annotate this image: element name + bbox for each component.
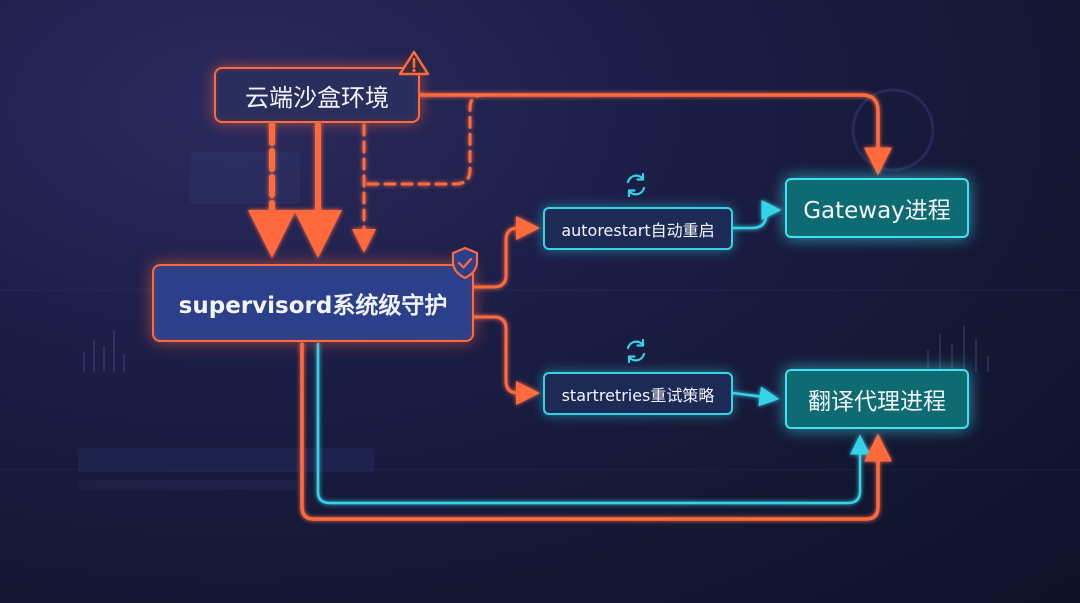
supervisord-to-startretries-arrow: [472, 315, 540, 405]
supervisord-node: supervisord系统级守护: [152, 264, 474, 342]
autorestart-to-gateway-arrow: [731, 200, 782, 230]
background-bars-left: [83, 330, 125, 372]
supervisord-to-proxy-orange-loop: [300, 342, 892, 521]
background-panel: [190, 152, 300, 204]
startretries-label: startretries重试策略: [561, 385, 715, 405]
refresh-cycle-icon: [626, 172, 646, 198]
cloud-to-gateway-arrow: [418, 93, 892, 176]
warning-triangle-icon: [398, 50, 430, 76]
gateway-process-node: Gateway进程: [785, 178, 969, 238]
translation-proxy-label: 翻译代理进程: [808, 389, 946, 415]
cloud-sandbox-node: 云端沙盒环境: [214, 67, 420, 123]
gateway-process-label: Gateway进程: [803, 198, 951, 224]
cloud-sandbox-label: 云端沙盒环境: [245, 83, 389, 112]
background-bars-right: [927, 326, 989, 372]
translation-proxy-node: 翻译代理进程: [785, 369, 969, 429]
background-bar: [78, 480, 298, 490]
startretries-to-proxy-arrow: [731, 386, 780, 407]
supervisord-label: supervisord系统级守护: [178, 293, 448, 319]
background-bar: [78, 448, 374, 472]
supervisord-to-autorestart-arrow: [472, 216, 540, 289]
shield-check-icon: [451, 246, 479, 280]
autorestart-node: autorestart自动重启: [543, 207, 733, 250]
supervisord-to-proxy-cyan-loop: [316, 342, 870, 505]
refresh-cycle-icon: [626, 338, 646, 364]
autorestart-label: autorestart自动重启: [561, 220, 715, 240]
startretries-node: startretries重试策略: [543, 372, 733, 415]
background-ring: [851, 88, 935, 172]
